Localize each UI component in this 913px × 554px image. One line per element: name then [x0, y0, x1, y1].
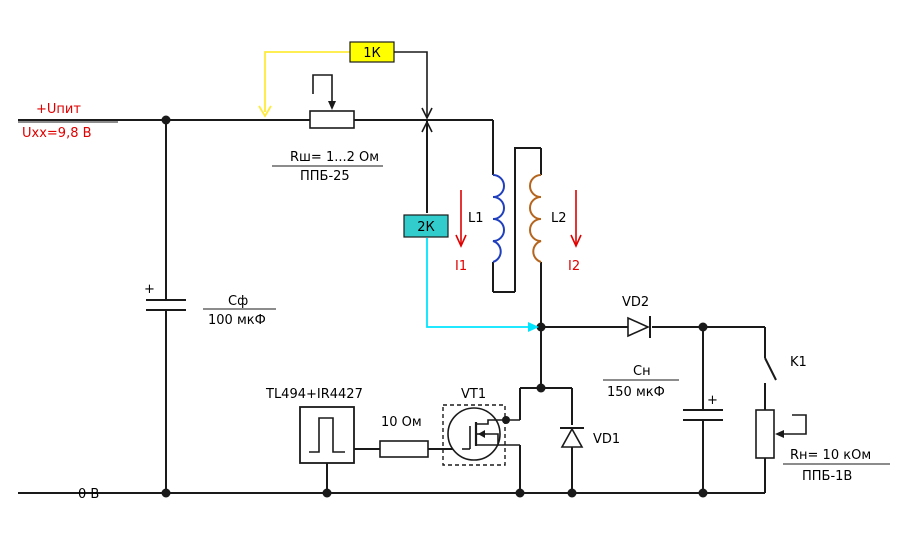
cf-name-label: Cф: [228, 294, 248, 309]
probe-2k: [403, 214, 539, 332]
vd2-label: VD2: [622, 295, 649, 310]
current-arrow-i2: [570, 190, 582, 248]
mosfet-vt1: [442, 404, 520, 466]
junction-dot: [698, 322, 708, 332]
cn-name-label: Cн: [633, 364, 651, 379]
junction-dot: [161, 115, 171, 125]
rsh-type-label: ППБ-25: [300, 169, 350, 184]
current-i2-label: I2: [568, 259, 580, 274]
probe-1k: [258, 41, 433, 133]
controller-label: TL494+IR4427: [265, 387, 363, 402]
cf-value-label: 100 мкФ: [208, 313, 266, 328]
ground-label: 0 В: [78, 487, 99, 502]
junction-dot: [567, 488, 577, 498]
capacitor-cf: [146, 299, 186, 311]
controller-block: [299, 406, 355, 464]
junction-dot: [536, 383, 546, 393]
switch-k1: [764, 357, 777, 381]
coil-l2-label: L2: [551, 211, 567, 226]
junction-dot: [161, 488, 171, 498]
gate-resistor: [379, 440, 429, 458]
current-arrow-i1: [455, 190, 467, 248]
cn-plus-sign: +: [707, 393, 718, 408]
wires: [18, 119, 766, 494]
load-resistor: [755, 409, 807, 459]
coil-l2: [529, 174, 542, 263]
probe-2k-label: 2К: [417, 220, 435, 235]
rn-value-label: Rн= 10 кОм: [790, 448, 871, 463]
capacitor-cn: [683, 409, 723, 421]
vt1-label: VT1: [461, 387, 486, 402]
junction-dot: [536, 322, 546, 332]
rn-type-label: ППБ-1В: [802, 469, 852, 484]
junction-dot: [698, 488, 708, 498]
current-i1-label: I1: [455, 259, 467, 274]
diode-vd1: [560, 427, 584, 448]
supply-voltage-label: Uхх=9,8 В: [22, 126, 92, 141]
vd1-label: VD1: [593, 432, 620, 447]
transformer-core: [514, 147, 541, 292]
diode-vd2: [627, 316, 651, 338]
supply-plus-label: +Uпит: [36, 102, 81, 117]
junction-dot: [515, 488, 525, 498]
gate-resistor-label: 10 Ом: [381, 415, 422, 430]
junction-dot: [322, 488, 332, 498]
coil-l1: [492, 174, 505, 263]
k1-label: K1: [790, 355, 807, 370]
rsh-value-label: Rш= 1...2 Ом: [290, 150, 379, 165]
shunt-resistor: [309, 74, 355, 129]
coil-l1-label: L1: [468, 211, 484, 226]
probe-1k-label: 1К: [363, 46, 381, 61]
pulse-icon: [309, 417, 345, 453]
cn-value-label: 150 мкФ: [607, 385, 665, 400]
cf-plus-sign: +: [144, 282, 155, 297]
